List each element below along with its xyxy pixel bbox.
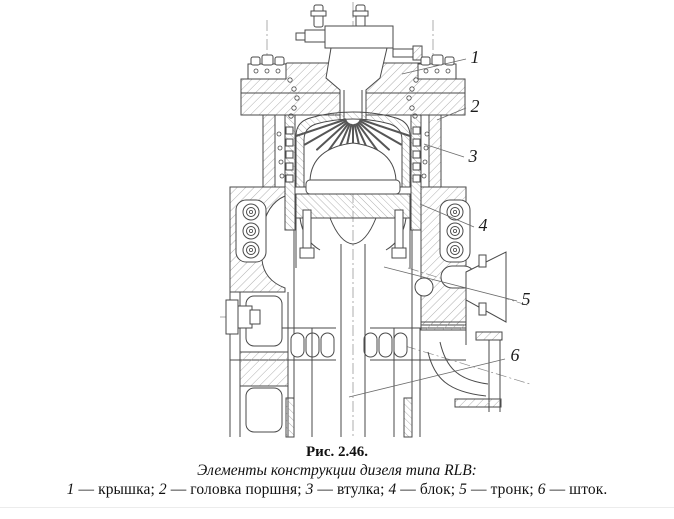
legend-item-number: 2 — [158, 481, 167, 499]
cover-bolts-left — [247, 54, 287, 80]
figure-caption: Рис. 2.46. Элементы конструкции дизеля т… — [0, 444, 674, 499]
engine-block-left — [229, 186, 286, 293]
scavenge-ports — [230, 321, 467, 361]
exhaust-duct-upper — [465, 251, 507, 323]
cylinder-liner — [262, 114, 442, 437]
figure-legend: 1 — крышка; 2 — головка поршня; 3 — втул… — [0, 481, 674, 498]
engine-block-right — [414, 186, 476, 326]
piston-rod — [285, 244, 413, 438]
frame-column-left — [225, 292, 289, 437]
callout-5: 5 — [522, 289, 531, 309]
block-bolt — [242, 203, 260, 259]
ring-stack-left — [285, 126, 294, 183]
leader-lines — [348, 58, 518, 398]
legend-item-number: 5 — [459, 481, 468, 499]
cover-bolts-right — [417, 54, 457, 80]
legend-item-term: — тронк; — [467, 481, 538, 499]
callout-1: 1 — [471, 47, 480, 67]
figure-subtitle: Элементы конструкции дизеля типа RLB: — [197, 461, 477, 479]
legend-item-term: — крышка; — [74, 481, 159, 499]
figure-number: Рис. 2.46. — [306, 444, 368, 460]
bottom-divider — [0, 507, 674, 508]
callout-6: 6 — [511, 345, 520, 365]
legend-item-number: 1 — [66, 481, 75, 499]
legend-item-term: — головка поршня; — [166, 481, 306, 499]
callout-2: 2 — [471, 96, 480, 116]
callout-labels: 1 2 3 4 5 6 — [468, 47, 531, 365]
piston-head — [295, 111, 411, 268]
engine-cross-section-drawing: 1 2 3 4 5 6 — [220, 2, 531, 438]
legend-item-number: 3 — [305, 481, 314, 499]
callout-3: 3 — [468, 146, 478, 166]
legend-item-number: 4 — [388, 481, 397, 499]
legend-item-term: — шток. — [545, 481, 608, 499]
legend-item-term: — блок; — [396, 481, 460, 499]
exhaust-duct-lower — [419, 300, 503, 437]
callout-4: 4 — [479, 215, 488, 235]
legend-item-term: — втулка; — [313, 481, 389, 499]
legend-item-number: 6 — [537, 481, 546, 499]
block-bolt — [446, 203, 464, 259]
ring-stack-right — [412, 126, 421, 183]
